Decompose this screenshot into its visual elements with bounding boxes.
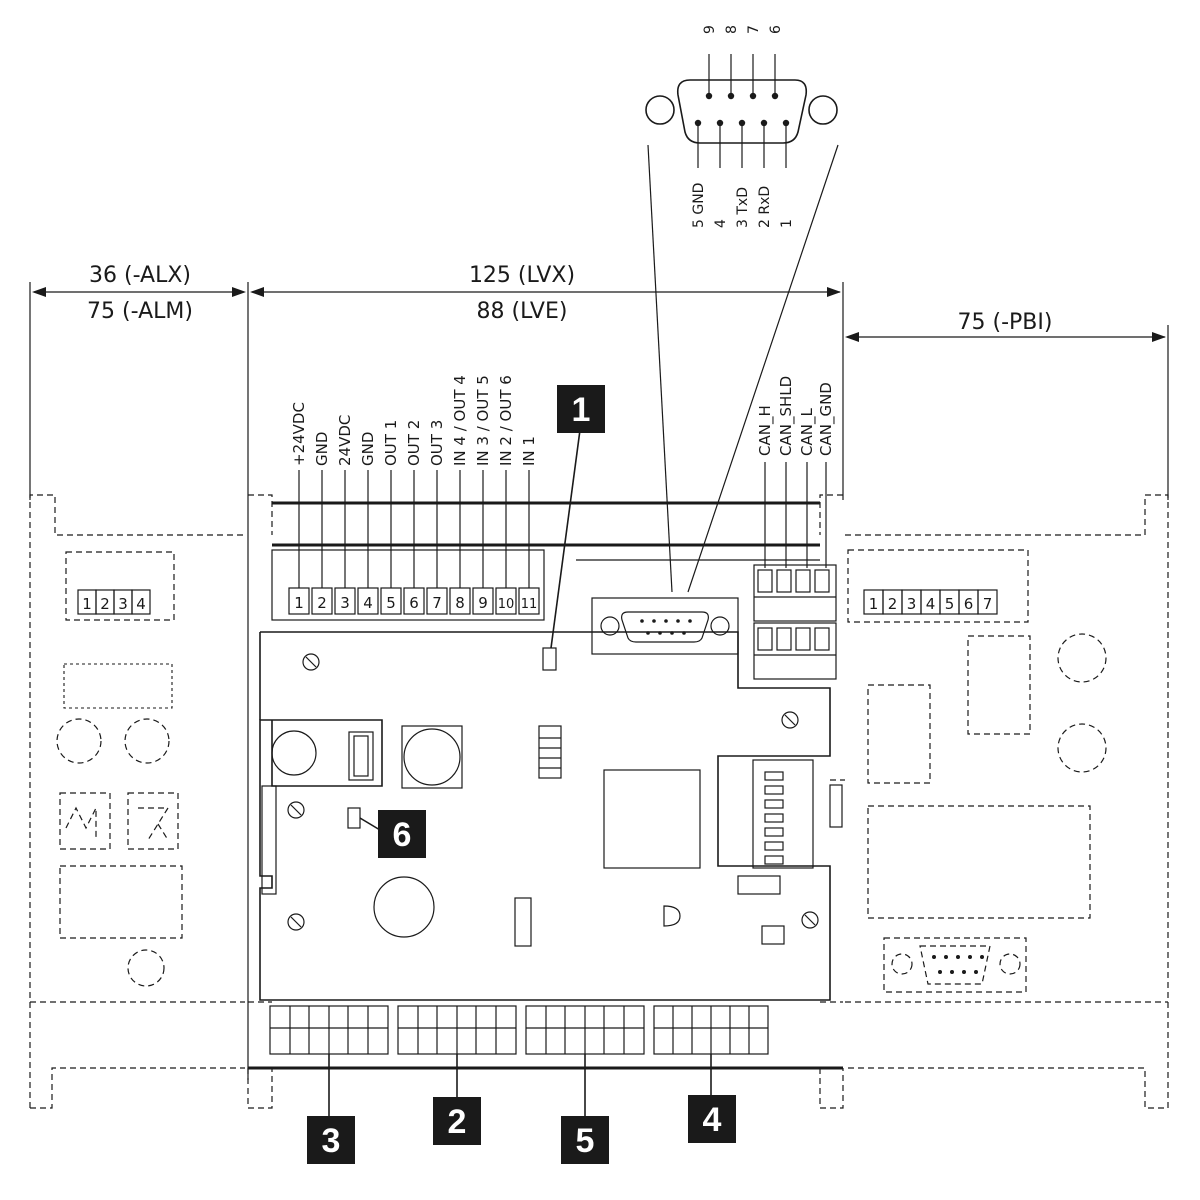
pbi-terminal-3: 3 — [907, 595, 917, 613]
screw-icon — [287, 913, 305, 931]
callout-1: 1 — [550, 385, 605, 649]
terminal-label-in4-out4: IN 4 / OUT 4 — [451, 375, 469, 466]
callout-3-label: 3 — [322, 1122, 341, 1160]
callout-2: 2 — [433, 1054, 481, 1145]
terminal-number-8: 8 — [455, 594, 465, 612]
screw-icon — [801, 911, 819, 929]
sub-d-pin-9: 9 — [702, 25, 718, 34]
alx-alm-module — [29, 494, 245, 1109]
sub-d-pin-4: 4 — [713, 219, 729, 228]
sub-d-pin-1: 1 — [779, 219, 795, 228]
sub-d-pin-3: 3 TxD — [735, 187, 751, 228]
pbi-terminal-6: 6 — [964, 595, 974, 613]
dim-left-top: 36 (-ALX) — [89, 263, 191, 288]
terminal-number-9: 9 — [478, 594, 488, 612]
dim-center-bottom: 88 (LVE) — [477, 299, 568, 324]
alx-terminal-3: 3 — [118, 595, 128, 613]
pbi-module — [829, 494, 1169, 1109]
callout-4: 4 — [688, 1054, 736, 1143]
terminal-label-gnd-2: GND — [359, 432, 377, 466]
sub-d-pin-7: 7 — [746, 25, 762, 34]
terminal-number-11: 11 — [521, 597, 538, 612]
terminal-label-in-1: IN 1 — [520, 436, 538, 466]
sub-d-pin-5: 5 GND — [691, 183, 707, 228]
callout-4-label: 4 — [703, 1101, 722, 1139]
sub-d-bottom-pins — [694, 119, 790, 168]
pcb-board — [259, 631, 831, 1001]
callout-5-label: 5 — [576, 1122, 595, 1160]
pbi-terminal-4: 4 — [926, 595, 936, 613]
dim-right: 75 (-PBI) — [958, 310, 1053, 335]
terminal-number-1: 1 — [294, 594, 304, 612]
terminal-number-10: 10 — [498, 597, 515, 612]
terminal-label-gnd-1: GND — [313, 432, 331, 466]
pbi-terminal-block — [863, 589, 998, 615]
screw-icon — [781, 711, 799, 729]
terminal-label-in3-out5: IN 3 / OUT 5 — [474, 375, 492, 466]
can-label-h: CAN_H — [756, 405, 775, 456]
bottom-terminal-block-2 — [397, 1005, 517, 1055]
callout-6-label: 6 — [393, 816, 412, 854]
terminal-number-2: 2 — [317, 594, 327, 612]
alx-terminal-4: 4 — [136, 595, 146, 613]
sub-d-connector-detail — [645, 54, 839, 593]
pbi-terminal-5: 5 — [945, 595, 955, 613]
callout-2-label: 2 — [448, 1103, 467, 1141]
pbi-terminal-2: 2 — [888, 595, 898, 613]
terminal-number-7: 7 — [432, 594, 442, 612]
terminal-label-out-3: OUT 3 — [428, 420, 446, 466]
terminal-number-5: 5 — [386, 594, 396, 612]
terminal-number-6: 6 — [409, 594, 419, 612]
main-module-housing — [247, 494, 844, 1109]
can-label-shld: CAN_SHLD — [777, 376, 796, 456]
bottom-terminal-block-3 — [269, 1005, 389, 1055]
callout-3: 3 — [307, 1054, 355, 1164]
bottom-terminal-block-4 — [653, 1005, 769, 1055]
terminal-wires — [298, 470, 530, 588]
dim-center-top: 125 (LVX) — [469, 263, 575, 288]
dimension-lines — [29, 282, 1169, 1080]
callout-1-label: 1 — [572, 391, 591, 429]
panel-sub-d-connector — [591, 597, 739, 655]
callout-5: 5 — [561, 1054, 609, 1164]
can-connector — [753, 462, 837, 680]
terminal-label-out-2: OUT 2 — [405, 420, 423, 466]
screw-icon — [287, 801, 305, 819]
pbi-terminal-7: 7 — [983, 595, 993, 613]
terminal-label-24vdc: 24VDC — [336, 415, 354, 466]
alx-terminal-1: 1 — [82, 595, 92, 613]
dim-left-bottom: 75 (-ALM) — [87, 299, 193, 324]
terminal-label-out-1: OUT 1 — [382, 420, 400, 466]
sub-d-pin-6: 6 — [768, 25, 784, 34]
alx-terminal-2: 2 — [100, 595, 110, 613]
terminal-label-in2-out6: IN 2 / OUT 6 — [497, 375, 515, 466]
sub-d-top-pins — [705, 54, 779, 100]
terminal-label-24vdc-plus: +24VDC — [290, 402, 308, 466]
terminal-number-4: 4 — [363, 594, 373, 612]
can-label-l: CAN_L — [798, 408, 817, 456]
terminal-number-3: 3 — [340, 594, 350, 612]
pbi-terminal-1: 1 — [869, 595, 879, 613]
sub-d-pin-8: 8 — [724, 25, 740, 34]
sub-d-pin-2: 2 RxD — [757, 186, 773, 228]
can-label-gnd: CAN_GND — [817, 382, 836, 456]
screw-icon — [302, 653, 320, 671]
bottom-terminal-block-5 — [525, 1005, 645, 1055]
callout-6: 6 — [359, 810, 426, 858]
alx-terminal-block — [77, 589, 151, 615]
